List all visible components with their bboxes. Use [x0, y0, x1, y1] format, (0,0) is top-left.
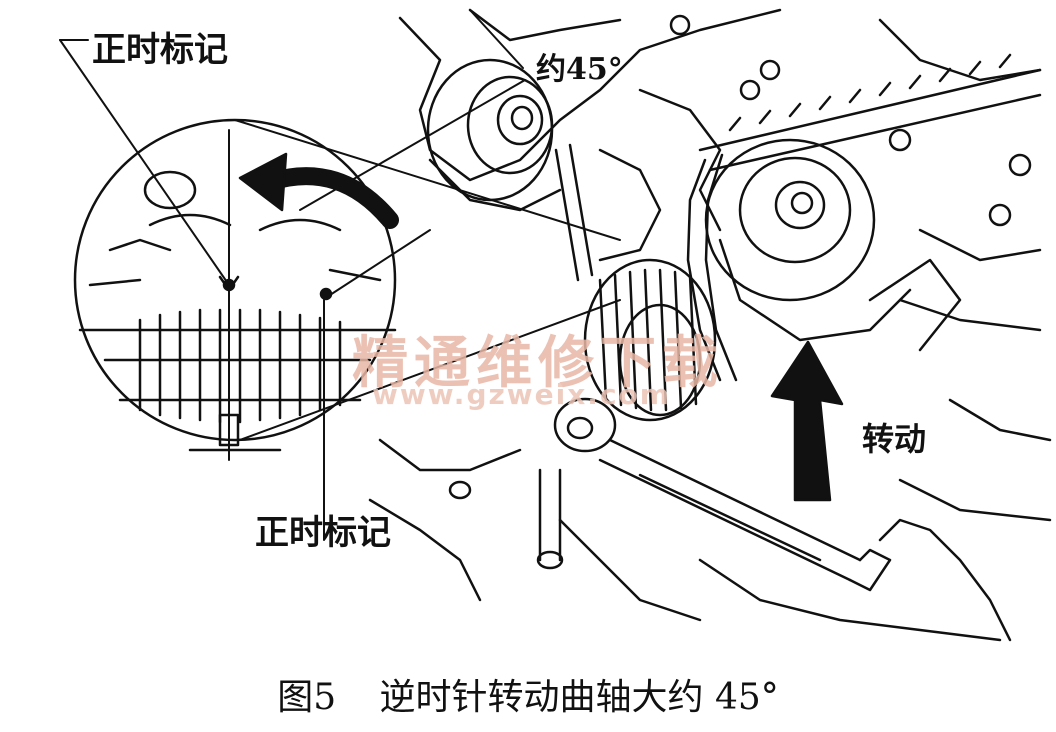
counterclockwise-arrow-icon [238, 152, 399, 229]
angle-label: 约45° [536, 52, 623, 87]
wrench [553, 397, 892, 592]
figure-caption: 图5 逆时针转动曲轴大约 45° [0, 668, 1056, 720]
engine-block-outline [368, 8, 1052, 642]
timing-belt [554, 53, 1042, 382]
watermark-text: 精通维修下载 [352, 330, 724, 396]
watermark-url: www.gzweix.com [372, 378, 671, 411]
rotate-label: 转动 [862, 420, 927, 458]
timing-mark-label-bottom: 正时标记 [255, 513, 391, 553]
figure-title: 逆时针转动曲轴大约 45° [379, 677, 779, 718]
rotate-up-arrow-icon [770, 340, 844, 502]
crankshaft-sprocket [583, 258, 717, 422]
upper-pulley [426, 58, 562, 212]
figure-number: 图5 [277, 677, 337, 718]
timing-mark-label-top: 正时标记 [92, 30, 228, 70]
idler-pulley [704, 138, 962, 352]
